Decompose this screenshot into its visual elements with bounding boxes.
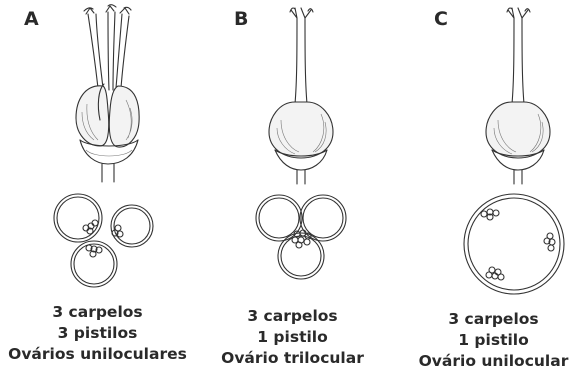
caption-a-line-2: 3 pistilos — [0, 323, 195, 344]
caption-b-line-1: 3 carpelos — [195, 306, 390, 327]
ovules-a3 — [86, 245, 102, 257]
caption-c: 3 carpelos 1 pistilo Ovário unilocular — [396, 309, 585, 372]
caption-a-line-1: 3 carpelos — [0, 302, 195, 323]
caption-a-line-3: Ovários uniloculares — [0, 344, 195, 365]
panel-c: C 3 carpelos — [390, 0, 585, 377]
cross-section-b — [256, 195, 346, 279]
ovules-c-bottom — [486, 267, 504, 280]
caption-b: 3 carpelos 1 pistilo Ovário trilocular — [195, 306, 390, 369]
cross-section-a — [54, 194, 153, 287]
pistil-illustration-a — [76, 5, 139, 182]
panel-a: A — [0, 0, 195, 377]
caption-c-line-2: 1 pistilo — [396, 330, 585, 351]
ovules-c-right — [544, 233, 555, 251]
cross-section-c — [464, 194, 564, 294]
caption-c-line-1: 3 carpelos — [396, 309, 585, 330]
panel-b: B 3 carpelos — [195, 0, 390, 377]
caption-c-line-3: Ovário unilocular — [396, 351, 585, 372]
ovules-a1 — [83, 220, 98, 234]
caption-b-line-2: 1 pistilo — [195, 327, 390, 348]
pistil-illustration-c — [486, 8, 550, 184]
caption-a: 3 carpelos 3 pistilos Ovários unilocular… — [0, 302, 195, 365]
pistil-illustration-b — [269, 8, 333, 184]
caption-b-line-3: Ovário trilocular — [195, 348, 390, 369]
ovules-c-top — [481, 209, 499, 220]
